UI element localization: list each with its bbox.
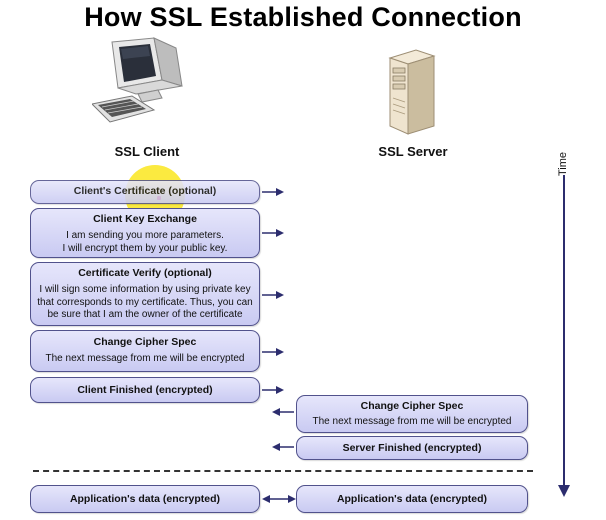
- client-change-cipher-spec-arrow: [262, 348, 284, 356]
- server-icon: [388, 49, 436, 135]
- client-key-exchange-arrow: [262, 229, 284, 237]
- server-application-data-message: Application's data (encrypted): [296, 485, 528, 513]
- client-finished-message: Client Finished (encrypted): [30, 377, 260, 403]
- server-change-cipher-spec-message: Change Cipher Spec The next message from…: [296, 395, 528, 433]
- certificate-verify-arrow: [262, 291, 284, 299]
- client-certificate-arrow: [262, 188, 284, 196]
- server-label: SSL Server: [378, 144, 448, 159]
- application-data-exchange-arrow: [262, 495, 296, 503]
- time-arrow: [558, 175, 570, 497]
- server-finished-message: Server Finished (encrypted): [296, 436, 528, 460]
- client-certificate-message: Client's Certificate (optional): [30, 180, 260, 204]
- client-computer-icon: [92, 37, 183, 123]
- client-label: SSL Client: [114, 144, 180, 159]
- client-key-exchange-message: Client Key Exchange I am sending you mor…: [30, 208, 260, 258]
- handshake-divider: [33, 470, 533, 472]
- client-finished-arrow: [262, 386, 284, 394]
- client-change-cipher-spec-message: Change Cipher Spec The next message from…: [30, 330, 260, 372]
- server-finished-arrow: [272, 443, 294, 451]
- client-application-data-message: Application's data (encrypted): [30, 485, 260, 513]
- page-title: How SSL Established Connection: [84, 2, 522, 32]
- certificate-verify-message: Certificate Verify (optional) I will sig…: [30, 262, 260, 326]
- server-change-cipher-spec-arrow: [272, 408, 294, 416]
